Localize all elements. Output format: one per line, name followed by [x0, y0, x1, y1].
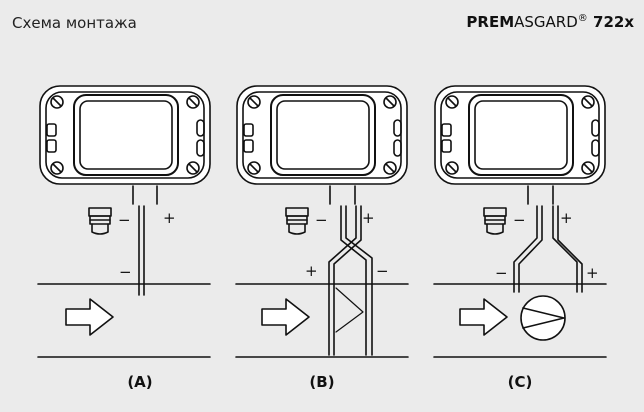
- device-housing-icon: [434, 85, 606, 185]
- product-brand: PREMASGARD® 722x: [466, 13, 634, 31]
- airflow-arrow-icon: [261, 298, 310, 336]
- cable-gland-icon: [285, 207, 309, 235]
- duct-minus-sign: −: [119, 263, 132, 281]
- panel-a-label: (A): [127, 373, 153, 391]
- box-minus-sign: −: [315, 211, 328, 229]
- brand-prefix: PREM: [466, 13, 515, 31]
- panel-a-drawing: − + −: [37, 85, 211, 358]
- duct-minus-sign: −: [376, 262, 389, 280]
- duct-plus-sign: +: [586, 264, 599, 282]
- airflow-arrow-icon: [459, 298, 508, 336]
- duct-filter-icon: [335, 287, 364, 333]
- panel-c-drawing: − + − +: [433, 85, 607, 358]
- panel-b-label: (B): [309, 373, 335, 391]
- registered-mark: ®: [577, 13, 588, 24]
- fan-symbol-icon: [520, 295, 566, 341]
- box-plus-sign: +: [560, 209, 573, 227]
- panel-c-label: (C): [507, 373, 533, 391]
- airflow-arrow-icon: [65, 298, 114, 336]
- duct-minus-sign: −: [495, 264, 508, 282]
- box-plus-sign: +: [163, 209, 176, 227]
- box-minus-sign: −: [118, 211, 131, 229]
- device-housing-icon: [39, 85, 211, 185]
- brand-name: ASGARD: [514, 13, 578, 31]
- device-housing-icon: [236, 85, 408, 185]
- duct-plus-sign: +: [305, 262, 318, 280]
- box-plus-sign: +: [362, 209, 375, 227]
- cable-gland-icon: [88, 207, 112, 235]
- box-minus-sign: −: [513, 211, 526, 229]
- page-title: Схема монтажа: [12, 14, 137, 32]
- cable-gland-icon: [483, 207, 507, 235]
- brand-model: 722x: [587, 13, 634, 31]
- panel-b-drawing: − + + −: [235, 85, 409, 358]
